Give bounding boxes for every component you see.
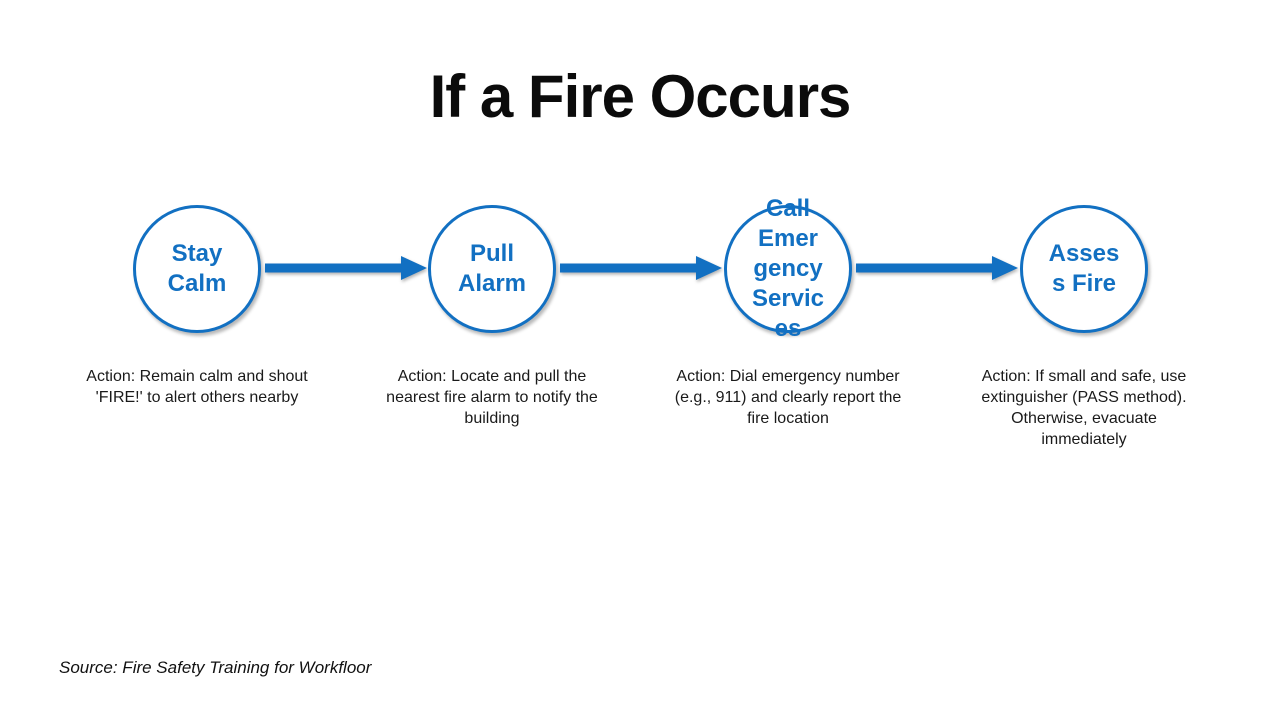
step-circle-assess-fire: Asses s Fire: [1020, 205, 1148, 333]
step-action-text: Action: Dial emergency number (e.g., 911…: [674, 368, 902, 427]
step-action-text: Action: If small and safe, use extinguis…: [981, 368, 1187, 448]
step-label: Pull Alarm: [457, 240, 527, 297]
source-note: Source: Fire Safety Training for Workflo…: [59, 658, 372, 677]
step-action-text: Action: Remain calm and shout 'FIRE!' to…: [86, 368, 308, 406]
step-label: Stay Calm: [167, 240, 227, 297]
right-arrow-icon: [856, 256, 1018, 280]
step-action-text: Action: Locate and pull the nearest fire…: [386, 368, 598, 427]
right-arrow-icon: [560, 256, 722, 280]
right-arrow-icon: [265, 256, 427, 280]
step-label: Asses s Fire: [1048, 240, 1120, 297]
slide-title: If a Fire Occurs: [429, 63, 852, 130]
step-circle-stay-calm: Stay Calm: [133, 205, 261, 333]
step-circle-pull-alarm: Pull Alarm: [428, 205, 556, 333]
step-label: Call Emer gency Servic es: [751, 195, 825, 342]
step-circle-call-emergency-services: Call Emer gency Servic es: [724, 195, 852, 342]
